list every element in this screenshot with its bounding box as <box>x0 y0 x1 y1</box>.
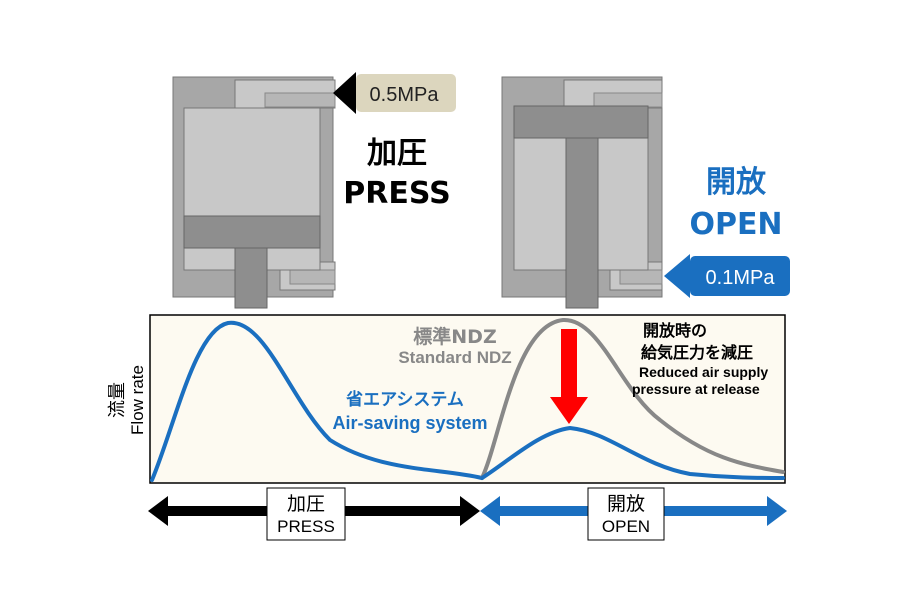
open-title-jp: 開放 <box>706 165 767 200</box>
press-cylinder <box>172 76 336 309</box>
standard-label-jp: 標準NDZ <box>413 325 496 348</box>
reduced-label-en-1: Reduced air supply <box>639 364 768 380</box>
press-inlet-arrow <box>333 72 356 114</box>
airsaving-label-en: Air-saving system <box>332 413 487 433</box>
press-phase-en: PRESS <box>277 517 335 536</box>
press-phase-label-box: 加圧 PRESS <box>266 487 346 541</box>
airsaving-label-jp: 省エアシステム <box>345 389 464 410</box>
open-pressure-label: 0.1MPa <box>706 267 776 289</box>
air-saving-open-curve <box>480 425 785 480</box>
standard-ndz-curve <box>480 317 785 480</box>
open-phase-label-box: 開放 OPEN <box>587 487 665 541</box>
press-title-jp: 加圧 <box>367 136 427 171</box>
open-inlet-arrow <box>664 254 690 298</box>
press-title-en: PRESS <box>343 176 450 211</box>
press-flow-curve <box>150 320 484 482</box>
open-pressure-badge: 0.1MPa <box>664 254 790 298</box>
press-pressure-badge: 0.5MPa <box>333 72 456 114</box>
reduction-arrow <box>550 329 588 424</box>
reduced-label-jp-2: 給気圧力を減圧 <box>641 343 753 362</box>
standard-label-en: Standard NDZ <box>398 348 511 367</box>
reduced-label-en-2: pressure at release <box>632 381 760 397</box>
press-phase-jp: 加圧 <box>287 493 325 515</box>
ylabel-jp: 流量 <box>107 382 128 418</box>
flow-rate-axis-label: 流量 Flow rate <box>107 365 147 435</box>
open-phase-jp: 開放 <box>607 493 645 515</box>
press-pressure-label: 0.5MPa <box>370 84 440 106</box>
open-cylinder <box>501 76 663 309</box>
ylabel-en: Flow rate <box>128 365 147 435</box>
flow-chart-frame <box>149 314 786 484</box>
open-title-en: OPEN <box>689 207 782 242</box>
open-phase-en: OPEN <box>602 517 650 536</box>
reduced-label-jp-1: 開放時の <box>643 321 707 340</box>
